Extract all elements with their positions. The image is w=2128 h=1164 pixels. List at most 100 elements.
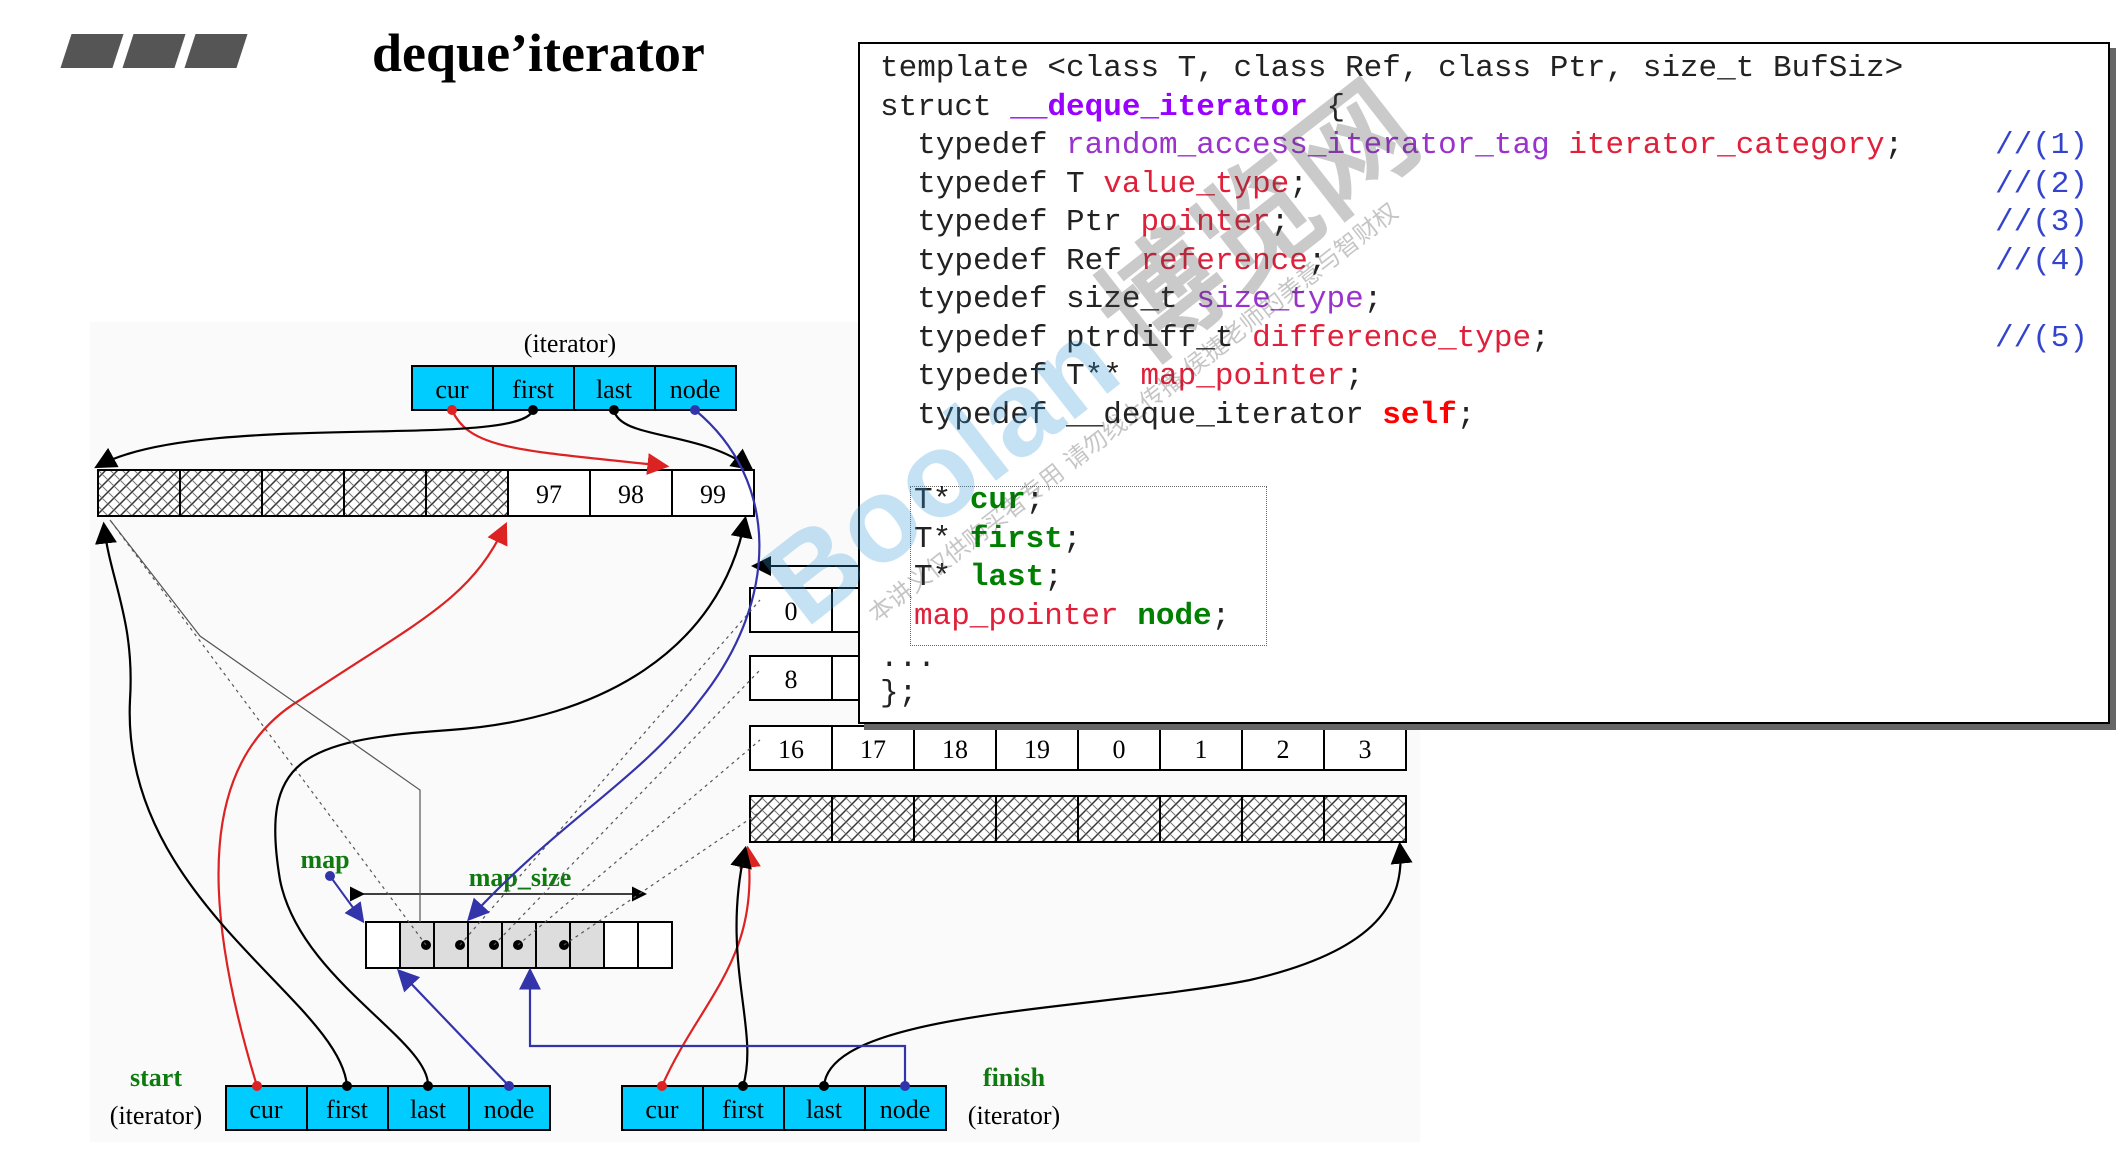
code-token: { xyxy=(1307,89,1346,125)
code-close: }; xyxy=(880,675,918,711)
code-token: ; xyxy=(1345,359,1364,394)
code-line: typedef T value_type; xyxy=(880,166,1308,204)
title-decoration xyxy=(60,34,124,68)
top-buffer-98: 98 xyxy=(618,480,644,509)
code-line: typedef random_access_iterator_tag itera… xyxy=(880,127,1903,165)
member-line: map_pointer node; xyxy=(914,598,1230,636)
code-line: typedef size_t size_type; xyxy=(880,281,1382,319)
top-iterator-label: (iterator) xyxy=(524,329,616,358)
code-token: ; xyxy=(1531,320,1550,356)
code-keyword: typedef Ptr xyxy=(880,205,1141,240)
top-iter-node: node xyxy=(670,375,721,404)
mid-buffer-16: 16 xyxy=(778,735,804,764)
code-keyword: typedef Ref xyxy=(880,243,1141,279)
code-line: template <class T, class Ref, class Ptr,… xyxy=(880,50,1903,88)
finish-first: first xyxy=(722,1095,765,1124)
top-iterator-arrows xyxy=(94,405,761,922)
mid-buffer-2: 2 xyxy=(1277,735,1290,764)
code-comment: //(4) xyxy=(1994,243,2088,279)
code-token: ; xyxy=(1884,128,1904,163)
code-token: struct xyxy=(880,89,1011,125)
code-keyword: typedef __deque_iterator xyxy=(880,397,1383,433)
finish-last: last xyxy=(806,1095,843,1124)
code-keyword: typedef xyxy=(880,128,1067,163)
finish-node: node xyxy=(880,1095,931,1124)
map-first-link xyxy=(109,519,421,922)
top-iter-last: last xyxy=(596,375,633,404)
code-line: typedef Ptr pointer; xyxy=(880,204,1289,242)
title-decoration xyxy=(122,34,186,68)
start-iterator-arrows xyxy=(95,515,753,1091)
finish-cur: cur xyxy=(645,1095,679,1124)
map-dotted-links xyxy=(109,519,761,946)
top-iter-first: first xyxy=(512,375,555,404)
member-name: cur xyxy=(969,483,1026,518)
code-token: ; xyxy=(1211,598,1231,634)
code-box: template <class T, class Ref, class Ptr,… xyxy=(858,42,2110,724)
start-node: node xyxy=(484,1095,535,1124)
code-token: ; xyxy=(1289,166,1308,202)
top-iter-cur: cur xyxy=(435,375,469,404)
bottom-buffer xyxy=(749,795,1407,843)
top-buffer: 97 98 99 xyxy=(97,469,755,517)
mid-buffer-19: 19 xyxy=(1024,735,1050,764)
code-line: typedef ptrdiff_t difference_type; xyxy=(880,320,1550,358)
code-line: typedef __deque_iterator self; xyxy=(880,397,1475,435)
member-name: node xyxy=(1137,598,1212,634)
middle-buffer: 16 17 18 19 0 1 2 3 xyxy=(749,725,1407,771)
start-cur: cur xyxy=(249,1095,283,1124)
top-buffer-97: 97 xyxy=(536,480,562,509)
code-token: ; xyxy=(1363,282,1383,317)
code-token: ; xyxy=(1062,521,1082,557)
code-line: typedef Ref reference; xyxy=(880,243,1327,281)
mid-buffer-17: 17 xyxy=(860,735,886,764)
mid-buffer-18: 18 xyxy=(942,735,968,764)
top-iterator: cur first last node xyxy=(411,365,737,411)
code-comment: //(2) xyxy=(1994,166,2088,202)
member-line: T* last; xyxy=(914,559,1063,597)
member-type: map_pointer xyxy=(914,598,1138,634)
start-label: start xyxy=(130,1063,182,1092)
map-slot-0: 0 xyxy=(785,597,798,626)
member-type: T* xyxy=(914,560,970,595)
member-name: last xyxy=(969,560,1045,595)
code-token: ; xyxy=(1270,205,1290,240)
code-comment: //(1) xyxy=(1994,128,2088,163)
member-type: T* xyxy=(914,521,970,557)
code-token: ; xyxy=(1025,483,1045,518)
code-type: size_type xyxy=(1196,282,1364,317)
code-type: random_access_iterator_tag xyxy=(1066,128,1550,163)
member-box xyxy=(910,486,1267,646)
code-comment: //(5) xyxy=(1994,320,2088,356)
code-token: template <class T, class Ref, class Ptr,… xyxy=(880,51,1904,86)
member-line: T* first; xyxy=(914,521,1081,559)
map-array xyxy=(365,921,673,969)
code-self: self xyxy=(1382,397,1457,433)
start-last: last xyxy=(410,1095,447,1124)
code-token: ; xyxy=(1307,243,1327,279)
page-title: deque’iterator xyxy=(372,23,705,83)
code-token: ; xyxy=(1456,397,1476,433)
mid-buffer-3: 3 xyxy=(1359,735,1372,764)
finish-label: finish xyxy=(983,1063,1046,1092)
code-line: typedef T** map_pointer; xyxy=(880,358,1364,396)
code-line: struct __deque_iterator { xyxy=(880,89,1345,127)
code-typedef-name: value_type xyxy=(1103,166,1290,202)
finish-sub: (iterator) xyxy=(968,1101,1060,1130)
code-keyword: typedef ptrdiff_t xyxy=(880,320,1253,356)
code-typedef-name: difference_type xyxy=(1252,320,1532,356)
code-typedef-name: map_pointer xyxy=(1140,359,1346,394)
code-keyword: typedef size_t xyxy=(880,282,1197,317)
code-typedef-name: reference xyxy=(1140,243,1308,279)
code-ellipsis: ... xyxy=(880,641,936,676)
finish-iterator-arrows xyxy=(519,841,1413,1091)
mid-buffer-0: 0 xyxy=(1113,735,1126,764)
title-decoration xyxy=(184,34,248,68)
struct-name: __deque_iterator xyxy=(1010,89,1308,125)
top-buffer-99: 99 xyxy=(700,480,726,509)
code-keyword: typedef T xyxy=(880,166,1104,202)
code-keyword: typedef T** xyxy=(880,359,1141,394)
code-comment: //(3) xyxy=(1994,205,2088,240)
map-label: map xyxy=(300,845,349,874)
member-name: first xyxy=(969,521,1063,557)
